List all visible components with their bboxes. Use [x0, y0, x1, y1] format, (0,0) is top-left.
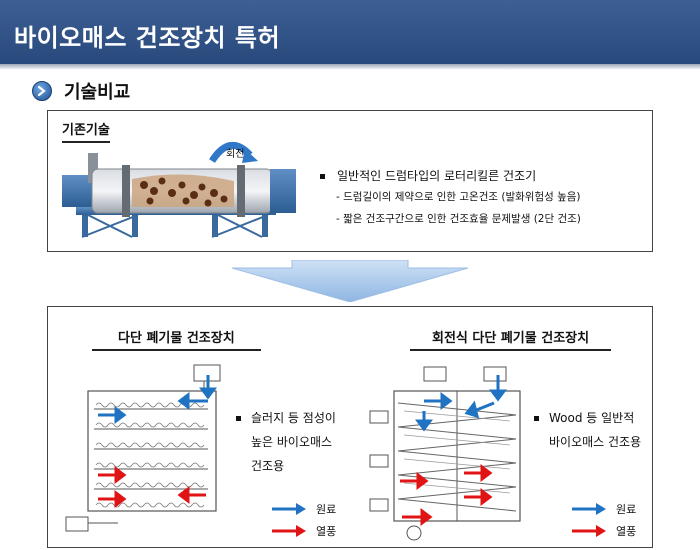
right-legend-raw: 원료 [572, 501, 636, 517]
right-bullet-line-2: 바이오매스 건조용 [549, 435, 642, 449]
prior-art-bullet: 일반적인 드럼타입의 로터리킬른 건조기 [320, 167, 536, 184]
comparison-box: 다단 폐기물 건조장치 [47, 306, 653, 548]
square-bullet-icon [236, 416, 241, 421]
rotary-kiln-illustration [62, 142, 296, 238]
section-title: 기술비교 [64, 82, 131, 103]
raw-arrow-icon [272, 503, 306, 515]
multistage-dryer-diagram [65, 364, 221, 532]
left-bullet-line-1: 슬러지 등 점성이 [236, 409, 336, 426]
right-bullet-line-1: Wood 등 일반적 [534, 409, 634, 426]
square-bullet-icon [534, 416, 539, 421]
left-device-title: 다단 폐기물 건조장치 [92, 327, 261, 351]
rotary-multistage-dryer-diagram [369, 366, 521, 541]
right-legend-heat: 열풍 [572, 523, 636, 539]
raw-arrow-icon [572, 503, 606, 515]
arrow-circle-icon [32, 81, 52, 101]
rotate-label: 회전 [226, 149, 245, 160]
page-title: 바이오매스 건조장치 특허 [0, 0, 700, 64]
prior-art-subpoint-1: - 드럼길이의 제약으로 인한 고온건조 (발화위험성 높음) [336, 191, 581, 203]
prior-art-box: 기존기술 [47, 110, 653, 252]
prior-art-subpoint-2: - 짧은 건조구간으로 인한 건조효율 문제발생 (2단 건조) [336, 213, 581, 225]
title-shadow [0, 64, 700, 70]
hot-air-arrow-icon [272, 525, 306, 537]
right-device-title: 회전식 다단 폐기물 건조장치 [410, 327, 612, 351]
left-bullet-line-2: 높은 바이오매스 [251, 435, 333, 449]
down-arrow-icon [232, 260, 468, 302]
left-legend-raw: 원료 [272, 501, 336, 517]
hot-air-arrow-icon [572, 525, 606, 537]
section-heading: 기술비교 [32, 79, 130, 103]
left-bullet-line-3: 건조용 [251, 459, 285, 473]
prior-art-label: 기존기술 [62, 119, 110, 143]
square-bullet-icon [320, 174, 325, 179]
left-legend-heat: 열풍 [272, 523, 336, 539]
